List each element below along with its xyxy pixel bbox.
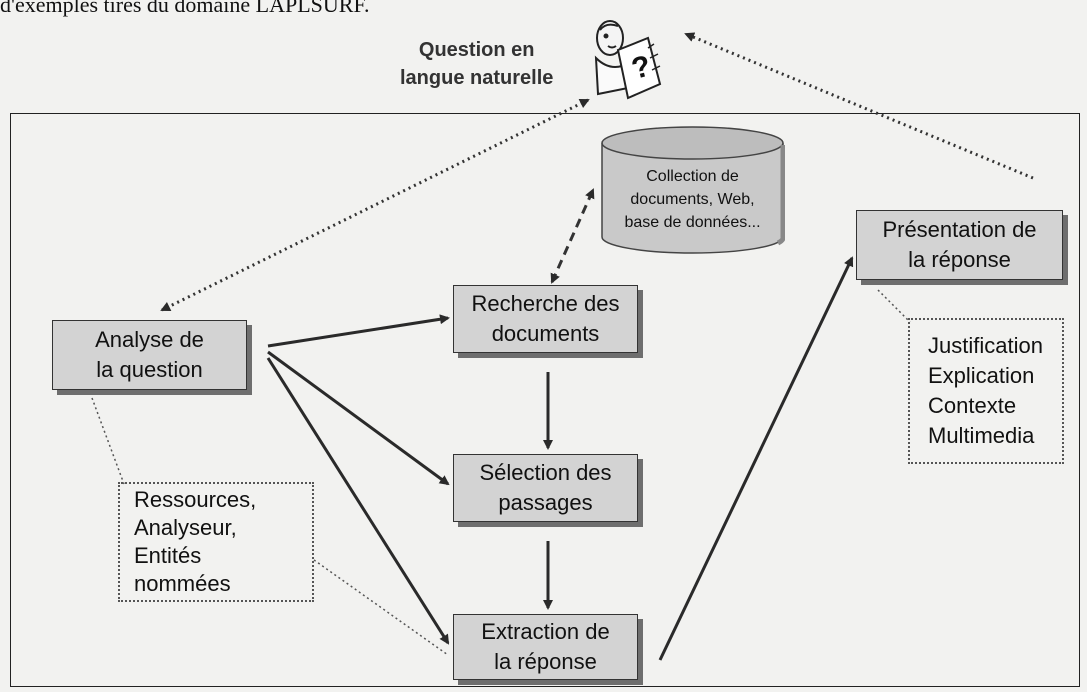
presentation-line-2: la réponse — [908, 247, 1011, 272]
ressources-note: Ressources, Analyseur, Entités nommées — [118, 482, 314, 602]
justification-line-4: Multimedia — [928, 423, 1035, 448]
recherche-line-1: Recherche des — [471, 291, 620, 316]
ressources-line-2: Analyseur, — [134, 515, 237, 540]
ressources-line-1: Ressources, — [134, 487, 257, 512]
analyse-question-box: Analyse de la question — [52, 320, 247, 390]
ressources-line-4: nommées — [134, 571, 231, 596]
question-line-2: langue naturelle — [400, 67, 554, 89]
extraction-line-1: Extraction de — [481, 619, 610, 644]
recherche-line-2: documents — [491, 321, 600, 346]
analyse-line-2: la question — [96, 357, 203, 382]
analyse-line-1: Analyse de — [95, 327, 204, 352]
preceding-text-line: d'exemples tirés du domaine LAPLSURF. — [0, 0, 370, 17]
collection-line-1: Collection de — [646, 168, 739, 185]
collection-line-2: documents, Web, — [630, 191, 755, 208]
justification-note: Justification Explication Contexte Multi… — [908, 318, 1064, 464]
ressources-line-3: Entités — [134, 543, 202, 568]
question-line-1: Question en — [418, 39, 535, 61]
selection-line-2: passages — [498, 490, 593, 515]
justification-line-3: Contexte — [928, 393, 1017, 418]
selection-passages-box: Sélection des passages — [453, 454, 638, 522]
extraction-reponse-box: Extraction de la réponse — [453, 614, 638, 680]
justification-line-1: Justification — [928, 333, 1043, 358]
selection-line-1: Sélection des — [479, 460, 612, 485]
presentation-reponse-box: Présentation de la réponse — [856, 210, 1063, 280]
extraction-line-2: la réponse — [494, 649, 597, 674]
question-label: Question en langue naturelle — [400, 36, 553, 92]
presentation-line-1: Présentation de — [882, 217, 1037, 242]
recherche-documents-box: Recherche des documents — [453, 285, 638, 353]
svg-text:?: ? — [628, 49, 654, 85]
database-cylinder: Collection de documents, Web, base de do… — [600, 125, 785, 255]
collection-line-3: base de données... — [624, 214, 761, 231]
justification-line-2: Explication — [928, 363, 1035, 388]
